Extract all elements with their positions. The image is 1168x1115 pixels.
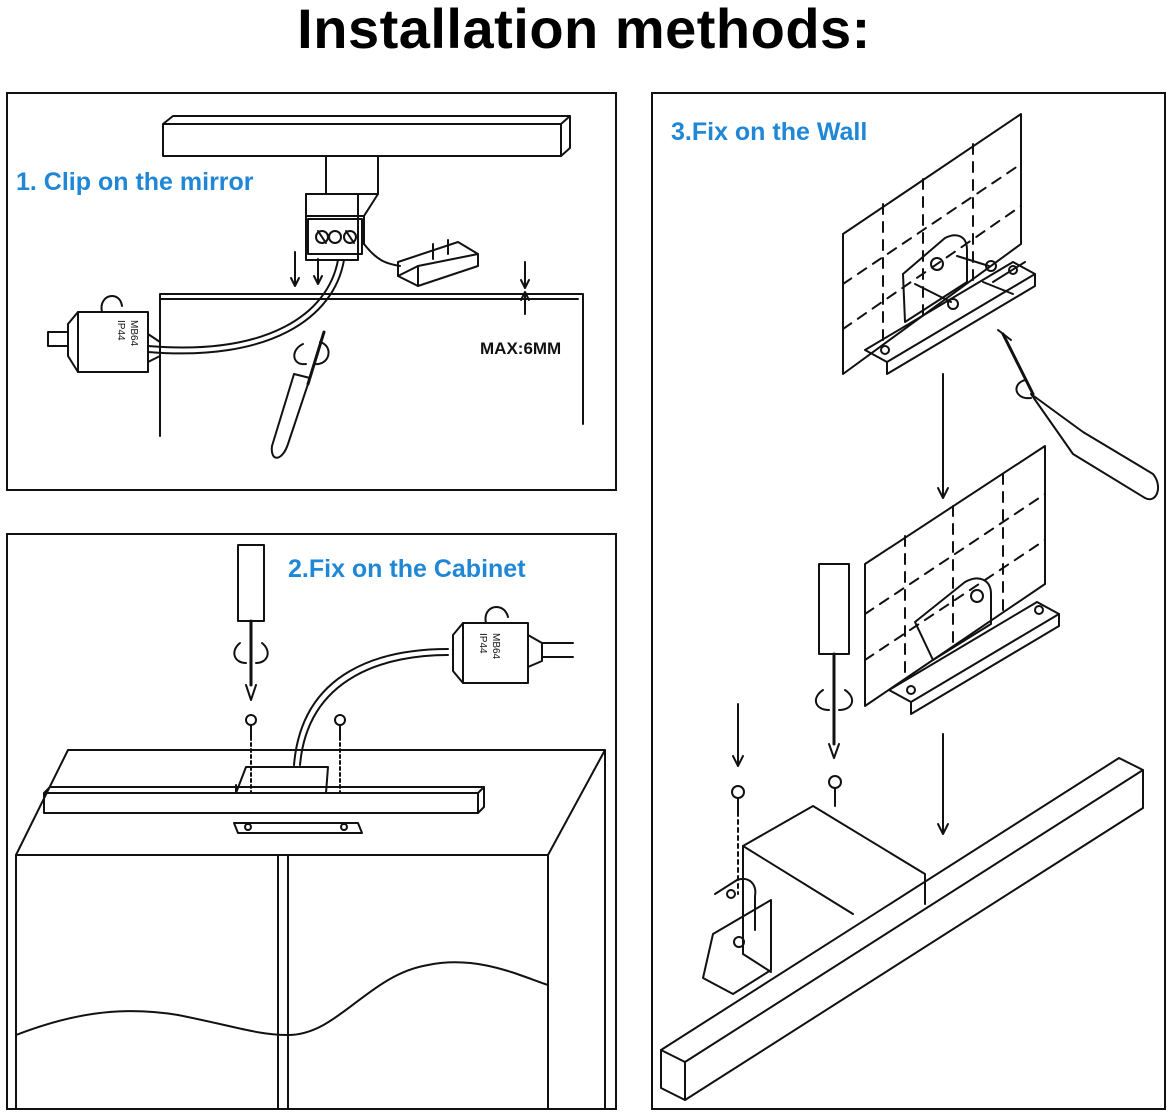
led-bar-icon <box>162 115 571 157</box>
screwdriver-icon <box>814 563 854 759</box>
led-bar-icon <box>43 766 485 834</box>
max-dimension-label: MAX:6MM <box>480 339 561 358</box>
panel-1-label: 1. Clip on the mirror <box>16 168 254 196</box>
arrow-icon <box>290 251 530 315</box>
clip-icon <box>397 239 479 287</box>
wall-tile-icon <box>864 445 1046 707</box>
cabinet-icon <box>15 749 606 1108</box>
bracket-icon <box>305 155 379 261</box>
page-title: Installation methods: <box>297 0 871 60</box>
driver-box-label: IP44 <box>477 633 488 654</box>
panel-fix-on-cabinet: 2.Fix on the Cabinet <box>6 533 617 1110</box>
driver-box-label: IP44 <box>115 320 126 341</box>
panel-2-label: 2.Fix on the Cabinet <box>288 555 526 583</box>
screw-icon <box>731 775 842 895</box>
driver-box-icon: IP44 MB64 <box>452 606 574 684</box>
screwdriver-icon <box>270 330 330 459</box>
mirror-icon <box>159 293 584 437</box>
driver-box-model: MB64 <box>490 633 501 660</box>
panel-clip-on-mirror: 1. Clip on the mirror <box>6 92 617 491</box>
panel-fix-on-wall: 3.Fix on the Wall <box>651 92 1166 1110</box>
arrow-icon <box>732 261 1026 835</box>
driver-box-model: MB64 <box>128 320 139 347</box>
screwdriver-icon <box>233 544 269 701</box>
led-bar-icon <box>660 757 1144 1101</box>
fix-on-wall-illustration <box>660 113 1160 1101</box>
bracket-icon <box>864 234 1036 375</box>
bracket-icon <box>888 577 1060 715</box>
fix-on-cabinet-illustration: IP44 MB64 <box>15 544 606 1108</box>
panel-3-label: 3.Fix on the Wall <box>671 118 868 146</box>
bracket-icon <box>702 805 926 995</box>
screw-icon <box>914 255 997 310</box>
screw-icon <box>245 714 346 794</box>
clip-on-mirror-illustration: IP44 MB64 MAX:6MM <box>47 115 584 459</box>
driver-box-icon: IP44 MB64 <box>47 295 161 373</box>
screwdriver-icon <box>997 329 1160 501</box>
